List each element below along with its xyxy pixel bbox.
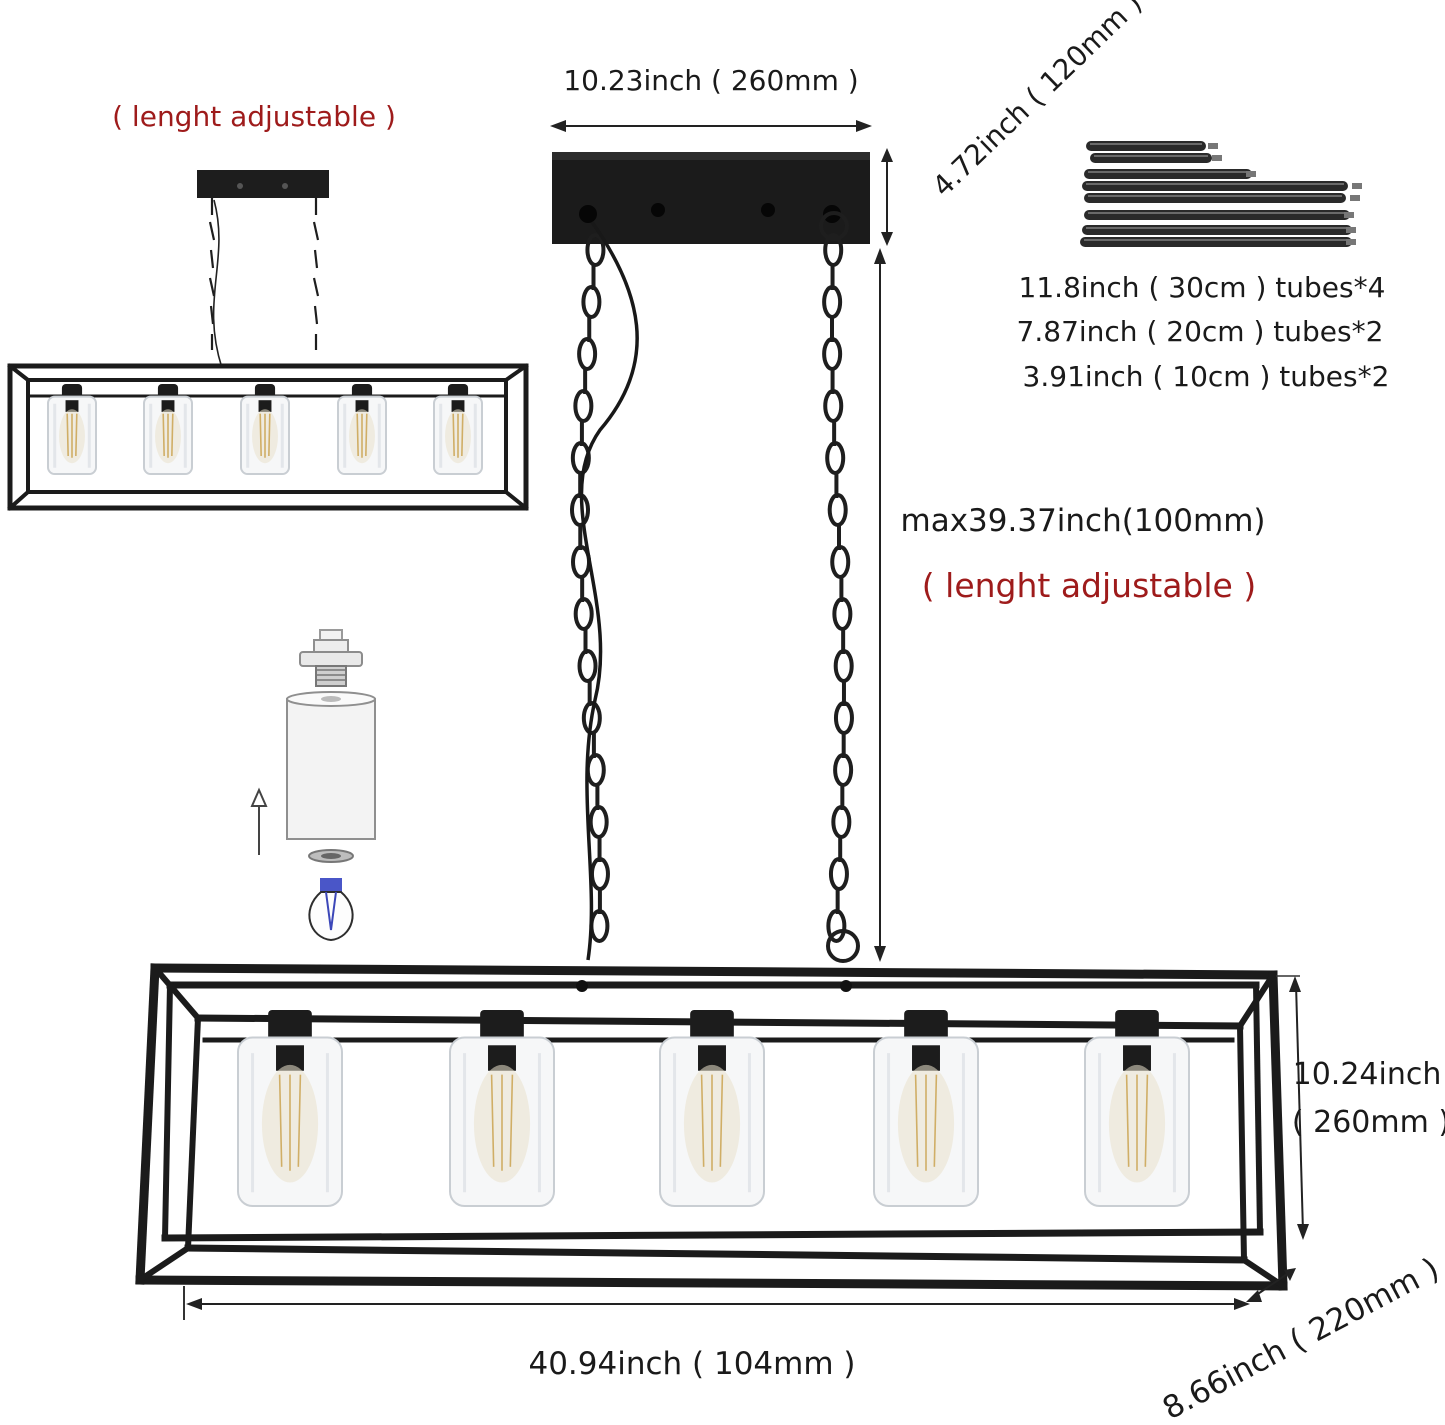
bulb-filament [356,413,368,458]
tube-thread [1346,227,1356,233]
tube-thread [1346,239,1356,245]
main-shades [237,1010,1190,1207]
inset-frame [7,363,529,511]
chain-link [831,805,852,839]
chain-ring [819,211,849,241]
tube-thread [1246,171,1256,177]
chain-link [830,545,851,579]
height-label-inch: 10.24inch [1293,1057,1442,1092]
extension-tube [1084,193,1346,203]
height-dimension [1276,975,1309,1240]
tube-highlight [1090,143,1202,145]
chain-link [573,597,594,631]
chain-link [581,701,602,735]
extension-tube [1084,210,1350,220]
inset-fixture [7,170,529,511]
shade-assembly [250,629,376,942]
ceiling-canopy-icon [552,152,870,244]
tube-thread [1350,195,1360,201]
glass-shade-icon [286,691,376,840]
tube-30cm-label: 11.8inch ( 30cm ) tubes*4 [1019,271,1386,304]
socket [355,400,369,412]
chain-link [822,337,843,371]
bulb-filament [278,1074,302,1171]
chain-link [827,493,848,527]
inset-canopy-icon [197,170,329,198]
bulb-filament [700,1074,724,1171]
tube-highlight [1088,171,1248,173]
depth-label: 8.66inch ( 220mm ) [1157,1251,1445,1425]
extension-tube [1080,237,1352,247]
bulb-filament [452,413,464,458]
socket [451,400,465,412]
bulb-icon [308,878,354,942]
length-dimension [183,1286,1250,1320]
drop-length-dimension [874,248,886,962]
tube-highlight [1084,239,1348,241]
small-adjustable-label: ( lenght adjustable ) [112,100,396,133]
socket [65,400,79,412]
main-adjustable-label: ( lenght adjustable ) [922,566,1256,605]
bulb-filament [914,1074,938,1171]
extension-tube [1084,169,1252,179]
bulb-filament [66,413,78,458]
tube-20cm-label: 7.87inch ( 20cm ) tubes*2 [1017,315,1384,348]
main-fixture [135,963,1288,1291]
tube-10cm-label: 3.91inch ( 10cm ) tubes*2 [1023,360,1390,393]
extension-tube [1082,181,1348,191]
chain-link [585,753,606,787]
chain-link [588,805,609,839]
chain-link [589,857,610,891]
chain-link [833,649,854,683]
extension-tube [1086,141,1206,151]
chain-link [573,389,594,423]
bulb-filament [259,413,271,458]
canopy-width-label: 10.23inch ( 260mm ) [563,64,858,97]
chain-link [833,701,854,735]
chain-link [577,337,598,371]
chain-link [577,649,598,683]
tube-highlight [1086,227,1348,229]
bulb-filament [162,413,174,458]
chain-link [832,597,853,631]
chain-link [822,285,843,319]
bulb-filament [490,1074,514,1171]
chain-link [823,389,844,423]
tube-thread [1212,155,1222,161]
power-cord [579,220,639,961]
chain-link [581,285,602,319]
tube-highlight [1088,212,1346,214]
chain-link [589,909,610,943]
chain-link [826,909,847,943]
extension-tube [1090,153,1212,163]
chain-ring [826,929,860,963]
chain-link [833,753,854,787]
tube-thread [1352,183,1362,189]
tube-thread [1208,143,1218,149]
arrow-up-icon [250,787,268,855]
height-label-mm: ( 260mm ) [1292,1105,1445,1140]
bulb-filament [1125,1074,1149,1171]
length-label: 40.94inch ( 104mm ) [528,1346,855,1382]
chain-link [825,441,846,475]
chain-icon [570,211,860,963]
main-frame [135,963,1288,1291]
extension-tube [1082,225,1352,235]
tube-highlight [1086,183,1344,185]
depth-dimension [1246,1268,1296,1302]
extension-tube-icon [1080,141,1362,247]
tube-highlight [1088,195,1342,197]
canopy-depth-dimension [881,148,893,246]
max-length-label: max39.37inch(100mm) [901,503,1266,539]
inset-shades [47,384,483,476]
socket [161,400,175,412]
canopy-width-dimension [550,120,872,132]
tube-thread [1344,212,1354,218]
socket [258,400,272,412]
inset-chain-icon [208,198,320,369]
tube-highlight [1094,155,1208,157]
chain-link [828,857,849,891]
